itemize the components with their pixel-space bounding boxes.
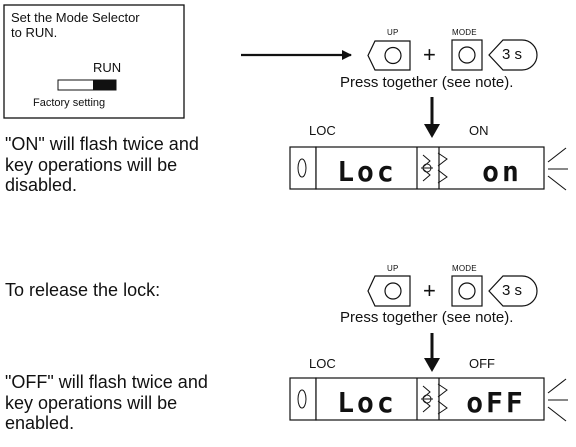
up-key-caption-2: UP: [387, 264, 399, 273]
unlock-left-readout: Loc: [337, 386, 397, 419]
hold-badge-2: [488, 275, 538, 307]
flash-marks-2: [547, 378, 568, 422]
run-switch-label: RUN: [93, 60, 122, 75]
mode-key-icon-2: [451, 275, 483, 307]
mode-instruction: Set the Mode Selector to RUN.: [11, 10, 140, 40]
lock-right-label: ON: [469, 123, 489, 138]
unlock-left-label: LOC: [309, 356, 336, 371]
plus-sign-2: +: [423, 278, 436, 303]
lock-right-readout: on: [482, 155, 522, 188]
up-key-icon-1: [367, 40, 411, 71]
release-title: To release the lock:: [5, 280, 161, 300]
unlock-display-panel: [289, 377, 545, 421]
lock-description: "ON" will flash twice and key operations…: [5, 134, 199, 196]
hold-badge-1: [488, 39, 538, 71]
mode-selector-box: [3, 4, 185, 119]
mode-key-icon-1: [451, 39, 483, 71]
unlock-right-label: OFF: [469, 356, 495, 371]
factory-setting-label: Factory setting: [33, 97, 106, 109]
unlock-description: "OFF" will flash twice and key operation…: [5, 372, 208, 434]
lock-left-label: LOC: [309, 123, 336, 138]
mode-switch-icon: [57, 79, 117, 91]
press-note-2: Press together (see note).: [340, 309, 514, 326]
plus-sign-1: +: [423, 42, 436, 67]
up-key-icon-2: [367, 275, 411, 307]
lock-display-panel: [289, 146, 545, 190]
hold-time-2: 3 s: [502, 282, 523, 299]
flash-marks-1: [547, 147, 568, 191]
press-note-1: Press together (see note).: [340, 74, 514, 91]
unlock-right-readout: oFF: [466, 386, 526, 419]
up-key-caption-1: UP: [387, 28, 399, 37]
lock-left-readout: Loc: [337, 155, 397, 188]
mode-key-caption-2: MODE: [452, 264, 477, 273]
mode-key-caption-1: MODE: [452, 28, 477, 37]
hold-time-1: 3 s: [502, 46, 523, 63]
